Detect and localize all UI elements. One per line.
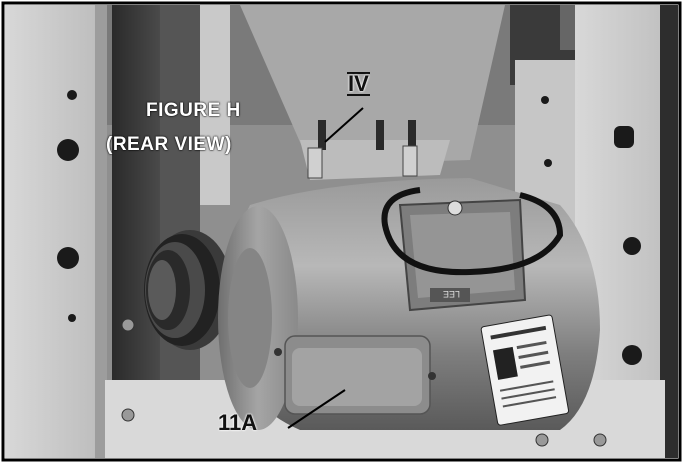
- leader-iv: [324, 107, 364, 143]
- callout-iv: IV: [347, 71, 370, 96]
- motor: LEE: [218, 178, 600, 430]
- callout-11a: 11A: [218, 410, 258, 435]
- pulley: [144, 230, 232, 350]
- leader-11a: [287, 389, 346, 429]
- left-frame: [5, 5, 100, 458]
- figure-title: FIGURE H: [146, 100, 241, 121]
- nameplate-brand: LEE: [443, 289, 460, 299]
- figure-subtitle: (REAR VIEW): [106, 134, 232, 155]
